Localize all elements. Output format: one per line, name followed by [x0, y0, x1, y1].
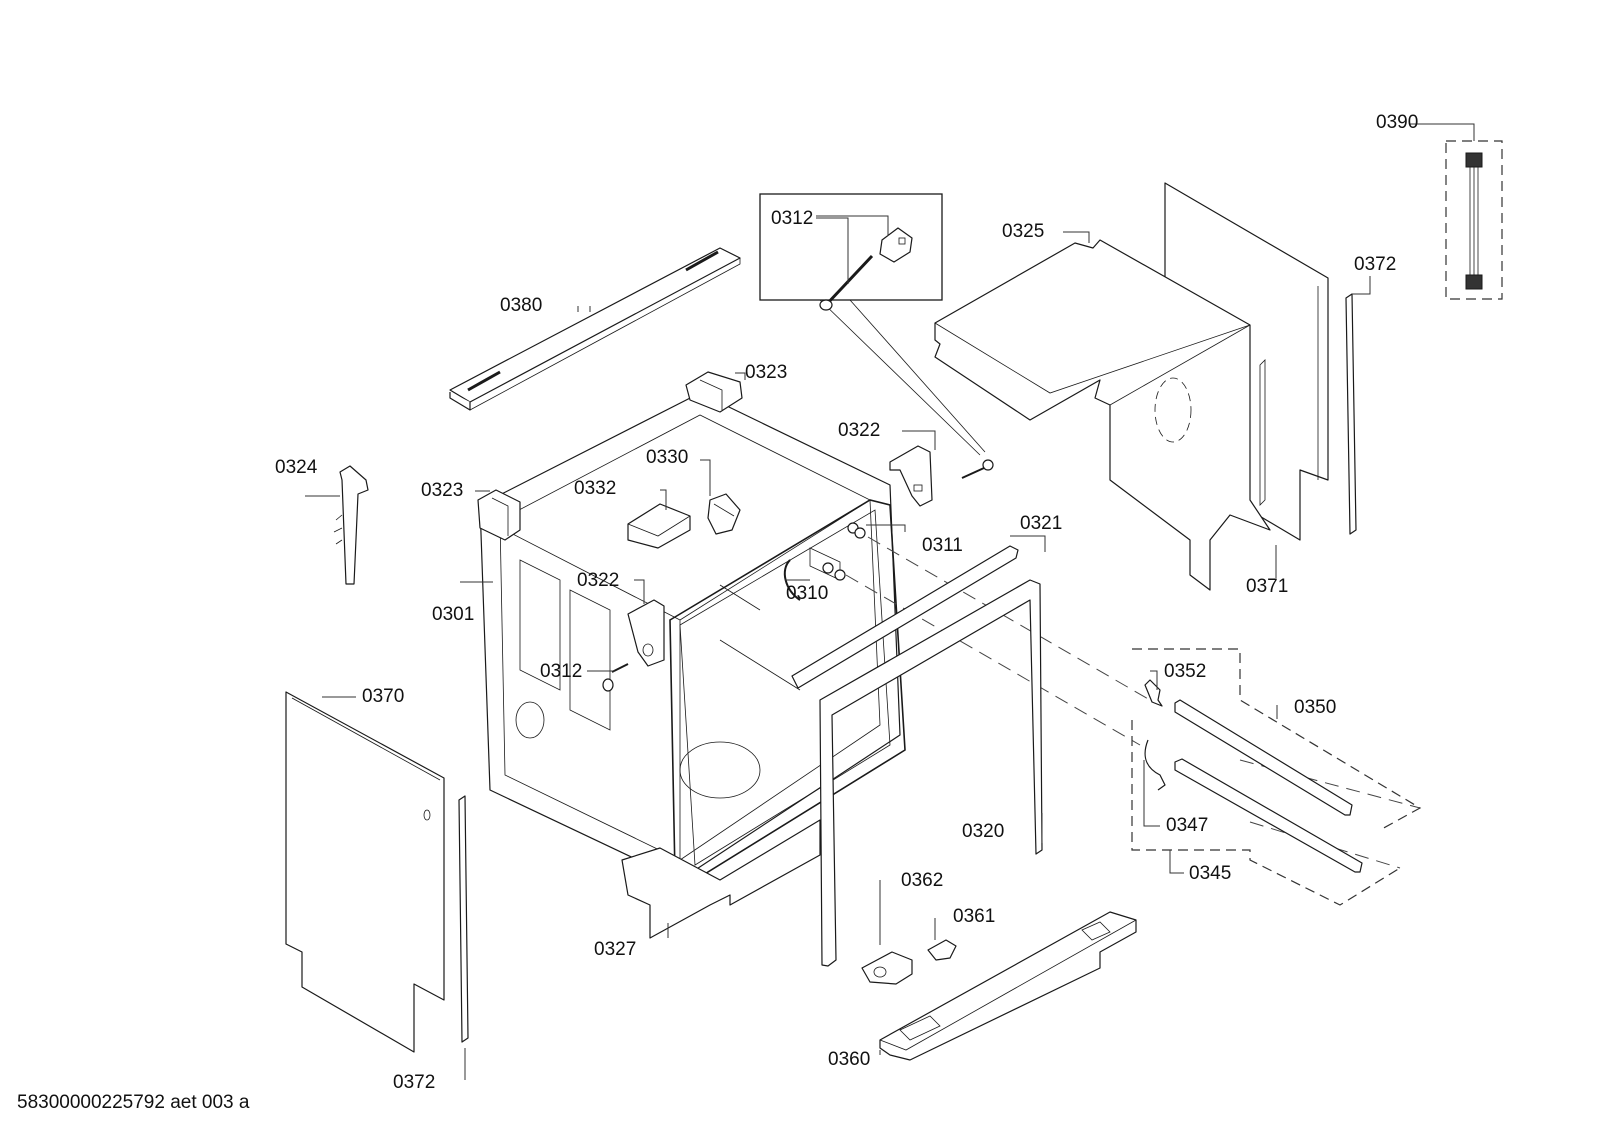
- leader-lines: [305, 231, 1278, 1080]
- part-0380-top-plate: [449, 247, 741, 411]
- part-0324-bracket: [333, 465, 369, 585]
- callout-0360[interactable]: 0360: [828, 1049, 870, 1070]
- callout-0330[interactable]: 0330: [646, 447, 688, 468]
- part-0320-door-seal: [819, 579, 1043, 967]
- part-0301-tub: [479, 392, 906, 881]
- part-0345-rail-set: [1131, 720, 1401, 906]
- part-0352-clip: [1144, 679, 1163, 707]
- part-0361-cover: [927, 939, 957, 961]
- part-0350-rail-set: [1132, 648, 1422, 831]
- callout-0327[interactable]: 0327: [594, 939, 636, 960]
- screw-icon: [819, 254, 874, 311]
- callout-0370[interactable]: 0370: [362, 686, 404, 707]
- part-0362-switch: [861, 951, 913, 985]
- part-0370-side-panel: [285, 691, 445, 1053]
- callout-0325[interactable]: 0325: [1002, 221, 1044, 242]
- part-0323-rear-bracket: [685, 371, 743, 413]
- callout-labels: 0312 0325 0390 0372 0380 0323 0322 0330 …: [275, 112, 1418, 1093]
- part-0390-cable: [1410, 123, 1503, 300]
- part-0372-strip-left: [458, 795, 469, 1043]
- callout-0390[interactable]: 0390: [1376, 112, 1418, 133]
- callout-0361[interactable]: 0361: [953, 906, 995, 927]
- part-0332-module: [627, 503, 691, 549]
- callout-0311[interactable]: 0311: [922, 535, 963, 556]
- callout-0347[interactable]: 0347: [1166, 815, 1208, 836]
- part-0311-hinge: [847, 522, 866, 539]
- callout-0371[interactable]: 0371: [1246, 576, 1288, 597]
- connector-icon: [1465, 152, 1483, 168]
- part-0310-hinge: [809, 547, 846, 581]
- callout-0322-left[interactable]: 0322: [577, 570, 619, 591]
- screw-right: [961, 459, 994, 479]
- callout-0372-right[interactable]: 0372: [1354, 254, 1396, 275]
- part-0322-bracket-right: [889, 445, 933, 507]
- callout-0322-right[interactable]: 0322: [838, 420, 880, 441]
- callout-0310[interactable]: 0310: [786, 583, 828, 604]
- document-code: 58300000225792 aet 003 a: [17, 1092, 250, 1113]
- connector-icon: [1465, 274, 1483, 290]
- part-0330-holder: [707, 493, 741, 535]
- part-0323-front-bracket: [477, 489, 521, 541]
- callout-0312[interactable]: 0312: [540, 661, 582, 682]
- detail-box-0312: [759, 193, 986, 456]
- callout-0320[interactable]: 0320: [962, 821, 1004, 842]
- callout-0332[interactable]: 0332: [574, 478, 616, 499]
- part-0327-base-trim: [621, 819, 821, 939]
- bushing-icon: [879, 227, 913, 263]
- callout-0362[interactable]: 0362: [901, 870, 943, 891]
- callout-0380[interactable]: 0380: [500, 295, 542, 316]
- part-0347-spring: [1144, 739, 1166, 791]
- part-0321-top-seal: [791, 545, 1019, 689]
- part-0360-base-plate: [879, 911, 1137, 1061]
- callout-0324[interactable]: 0324: [275, 457, 318, 478]
- callout-0372-left[interactable]: 0372: [393, 1072, 435, 1093]
- part-0322-bracket-left: [627, 599, 665, 667]
- part-0325-insulation: [934, 239, 1271, 591]
- callout-0312-detail[interactable]: 0312: [771, 208, 813, 229]
- callout-0352[interactable]: 0352: [1164, 661, 1206, 682]
- callout-0350[interactable]: 0350: [1294, 697, 1336, 718]
- callout-0323-rear[interactable]: 0323: [745, 362, 787, 383]
- callout-0321[interactable]: 0321: [1020, 513, 1062, 534]
- callout-0345[interactable]: 0345: [1189, 863, 1231, 884]
- callout-0301[interactable]: 0301: [432, 604, 474, 625]
- callout-0323-front[interactable]: 0323: [421, 480, 463, 501]
- part-0372-strip-right: [1345, 276, 1371, 535]
